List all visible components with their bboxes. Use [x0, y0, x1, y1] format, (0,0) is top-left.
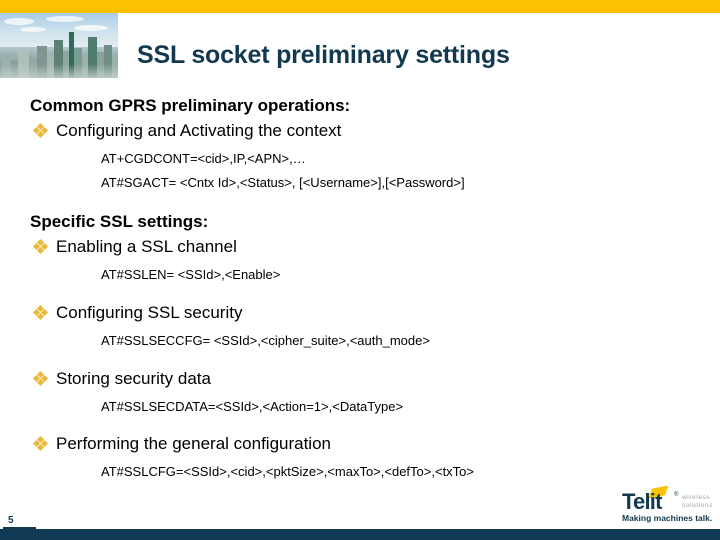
bullet-item-enabling-ssl-channel: Enabling a SSL channel: [32, 237, 720, 257]
logo-tagline: Making machines talk.: [622, 513, 713, 523]
bullet-item-general-configuration: Performing the general configuration: [32, 434, 720, 454]
diamond-bullet-icon: [32, 370, 49, 387]
bullet-label: Configuring SSL security: [56, 303, 243, 322]
slide-body: Common GPRS preliminary operations: Conf…: [0, 96, 720, 479]
at-command-sslcfg: AT#SSLCFG=<SSId>,<cid>,<pktSize>,<maxTo>…: [101, 464, 475, 479]
at-command-sslen: AT#SSLEN= <SSId>,<Enable>: [101, 267, 281, 282]
bullet-label: Performing the general configuration: [56, 434, 331, 453]
bullet-item-storing-security-data: Storing security data: [32, 369, 720, 389]
photo-building: [88, 37, 97, 78]
diamond-bullet-icon: [32, 304, 49, 321]
page-number-rule: [3, 527, 36, 529]
bullet-item-configuring-ssl-security: Configuring SSL security: [32, 303, 720, 323]
bullet-label: Storing security data: [56, 369, 211, 388]
logo-subtitle: wireless solutions: [682, 494, 713, 509]
logo-subtitle-line1: wireless: [682, 494, 711, 501]
at-command-sslsecdata: AT#SSLSECDATA=<SSId>,<Action=1>,<DataTyp…: [101, 399, 404, 414]
photo-building: [74, 48, 82, 78]
top-accent-bar: [0, 0, 720, 13]
logo-wordmark: Telit: [622, 489, 662, 514]
diamond-bullet-icon: [32, 435, 49, 452]
at-command-sslseccfg: AT#SSLSECCFG= <SSId>,<cipher_suite>,<aut…: [101, 333, 430, 348]
at-command-cgdcont: AT+CGDCONT=<cid>,IP,<APN>,…: [101, 151, 306, 166]
telit-logo: Telit ® wireless solutions Making machin…: [622, 485, 718, 525]
bottom-accent-bar: [0, 529, 720, 540]
section-heading-ssl: Specific SSL settings:: [30, 212, 209, 231]
slide-title: SSL socket preliminary settings: [137, 41, 510, 69]
photo-building: [69, 32, 74, 78]
photo-haze: [0, 64, 118, 78]
section-heading-gprs: Common GPRS preliminary operations:: [30, 96, 351, 115]
diamond-bullet-icon: [32, 122, 49, 139]
photo-cloud: [20, 27, 46, 32]
photo-cloud: [46, 16, 84, 22]
diamond-bullet-icon: [32, 238, 49, 255]
bullet-item-configuring-context: Configuring and Activating the context: [32, 121, 720, 141]
photo-building: [54, 40, 63, 78]
photo-building: [104, 45, 112, 78]
photo-cloud: [4, 18, 34, 25]
bullet-label: Configuring and Activating the context: [56, 121, 342, 140]
logo-subtitle-line2: solutions: [682, 501, 714, 509]
page-number: 5: [8, 515, 14, 526]
at-command-sgact: AT#SGACT= <Cntx Id>,<Status>, [<Username…: [101, 175, 465, 190]
header-cityscape-photo: [0, 13, 118, 78]
photo-building: [37, 46, 47, 78]
logo-registered-mark: ®: [674, 492, 679, 498]
photo-cloud: [74, 25, 108, 31]
bullet-label: Enabling a SSL channel: [56, 237, 237, 256]
